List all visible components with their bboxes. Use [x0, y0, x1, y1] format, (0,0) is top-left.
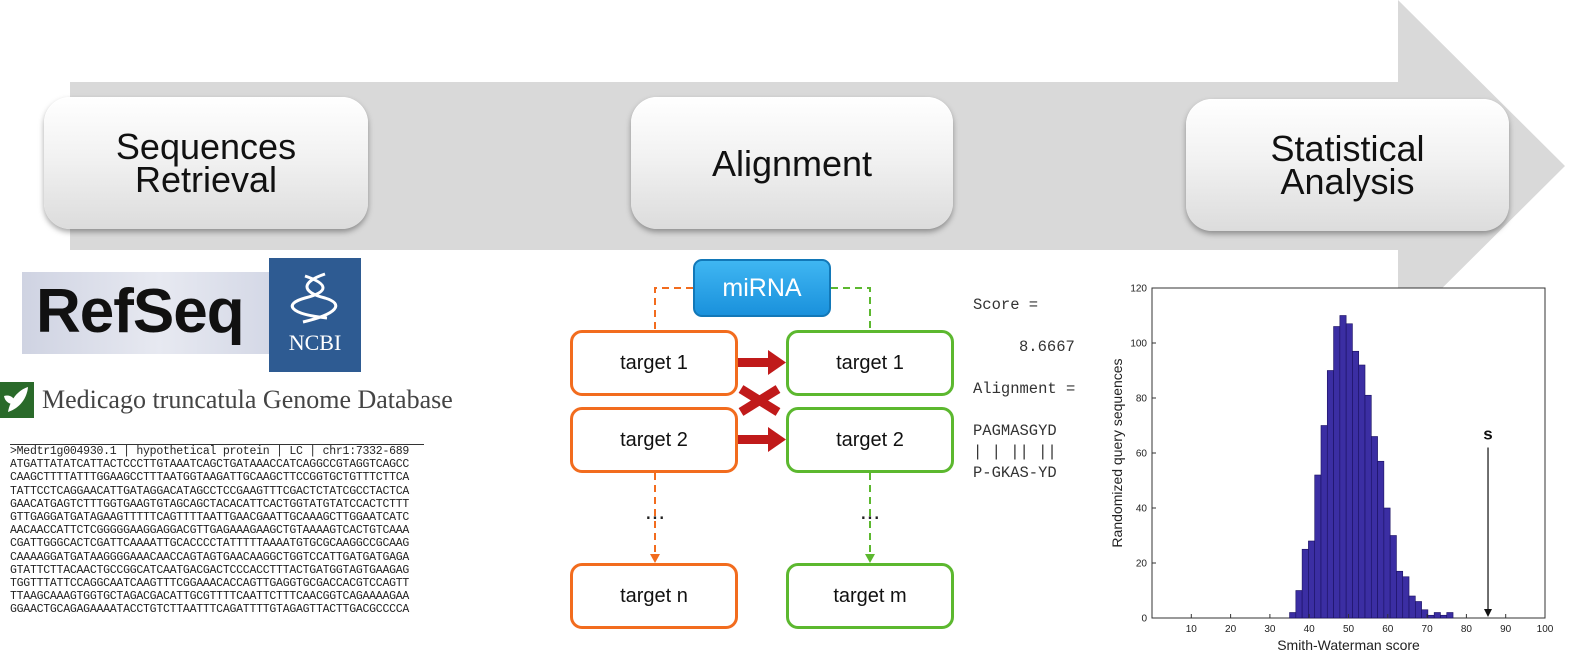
histogram-bar [1358, 364, 1366, 619]
score-value: 8.6667 [1019, 338, 1075, 356]
stage-label: Alignment [711, 142, 873, 184]
fasta-line: TGGTTTATTCCAGGCAATCAAGTTTCGGAAACACCAGTTG… [10, 577, 410, 591]
dna-helix-icon [290, 272, 338, 324]
histogram-bar [1370, 436, 1378, 619]
left-target-2: target 2 [570, 407, 738, 473]
histogram-bar [1383, 507, 1391, 619]
x-tick-label: 40 [1304, 624, 1316, 635]
histogram-bar [1446, 612, 1454, 619]
y-tick-label: 100 [1130, 339, 1147, 350]
y-tick-label: 0 [1141, 614, 1147, 625]
stage-label: Sequences Retrieval [115, 126, 297, 200]
s-annotation-label: s [1483, 424, 1492, 443]
right-ellipsis: ... [859, 498, 880, 525]
x-axis-label: Smith-Waterman score [1277, 637, 1420, 653]
leaf-icon [0, 382, 34, 418]
y-tick-label: 20 [1136, 559, 1148, 570]
histogram-bar [1433, 612, 1441, 619]
stage-alignment: Alignment [631, 97, 953, 229]
x-tick-label: 10 [1186, 624, 1198, 635]
histogram-bar [1326, 370, 1334, 619]
y-tick-label: 60 [1136, 449, 1148, 460]
left-target-1: target 1 [570, 330, 738, 396]
histogram-bar [1345, 323, 1353, 619]
fasta-header: >Medtr1g004930.1 | hypothetical protein … [10, 445, 410, 458]
histogram-bar [1295, 590, 1303, 619]
fasta-line: GAACATGAGTCTTTGGTGAAGTGTAGCAGCTACACATTCA… [10, 497, 410, 511]
x-tick-label: 60 [1382, 624, 1394, 635]
mirna-box: miRNA [693, 259, 831, 317]
y-tick-label: 40 [1136, 504, 1148, 515]
x-tick-label: 70 [1422, 624, 1434, 635]
ncbi-label: NCBI [288, 330, 342, 355]
x-tick-label: 80 [1461, 624, 1473, 635]
histogram-bar [1421, 609, 1429, 619]
histogram-bar [1408, 595, 1416, 619]
y-tick-label: 80 [1136, 394, 1148, 405]
stage-label: Statistical Analysis [1270, 128, 1425, 202]
histogram-bar [1427, 614, 1435, 619]
aligned-seq-match: | | || || [973, 443, 1057, 461]
right-target-1: target 1 [786, 330, 954, 396]
aligned-seq-top: PAGMASGYD [973, 422, 1057, 440]
score-label: Score = [973, 296, 1039, 314]
histogram-bar [1289, 612, 1297, 619]
fasta-line: ATGATTATATCATTACTCCCTTGTAAATCAGCTGATAAAC… [10, 458, 410, 472]
refseq-logo: RefSeq [22, 272, 272, 354]
fasta-line: TTAAGCAAAGTGGTGCTAGACGACATTGCGTTTTCAATTC… [10, 590, 410, 604]
histogram-bar [1364, 394, 1372, 619]
histogram-bar [1301, 548, 1309, 619]
fasta-sequence: >Medtr1g004930.1 | hypothetical protein … [10, 444, 424, 617]
x-tick-label: 50 [1343, 624, 1355, 635]
histogram-bar [1389, 535, 1397, 619]
fasta-line: CAAGCTTTTATTTGGAAGCCTTTAATGGTAAGATTGCAAG… [10, 471, 410, 485]
histogram-bar [1415, 601, 1422, 619]
x-tick-label: 30 [1264, 624, 1276, 635]
stage-statistical-analysis: Statistical Analysis [1186, 99, 1509, 231]
left-ellipsis: ... [644, 498, 665, 525]
histogram-bar [1339, 315, 1347, 619]
histogram-bar [1377, 460, 1385, 619]
histogram-bar [1308, 540, 1316, 619]
mapping-arrows [738, 350, 786, 452]
histogram-bar [1440, 614, 1448, 619]
aligned-seq-bottom: P-GKAS-YD [973, 464, 1057, 482]
stage-sequences-retrieval: Sequences Retrieval [44, 97, 368, 229]
right-target-2: target 2 [786, 407, 954, 473]
fasta-line: GGAACTGCAGAGAAAATACCTGTCTTAATTTCAGATTTTG… [10, 603, 410, 617]
histogram-bar [1352, 350, 1360, 619]
y-tick-label: 120 [1130, 284, 1147, 295]
alignment-label: Alignment = [973, 380, 1076, 398]
x-tick-label: 20 [1225, 624, 1237, 635]
score-histogram: 10 20 30 40 50 60 70 80 90 100 0 20 40 60 80 100 120Smit… [1109, 284, 1554, 654]
histogram-bar [1333, 326, 1341, 619]
x-tick-label: 90 [1500, 624, 1512, 635]
medicago-db-logo: Medicago truncatula Genome Database [0, 380, 453, 420]
y-axis-label: Randomized query sequences [1109, 358, 1125, 547]
s-arrow-head [1484, 609, 1493, 617]
ncbi-logo: NCBI [269, 258, 361, 372]
fasta-line: CAAAAGGATGATAAGGGGAAACAACCAGTAGTGAACAAGG… [10, 550, 410, 564]
fasta-line: CGATTGGGCACTCGATTCAAAATTGCACCCCTATTTTTAA… [10, 537, 410, 551]
histogram-bar [1402, 576, 1410, 619]
left-target-n: target n [570, 563, 738, 629]
x-tick-label: 100 [1537, 624, 1554, 635]
medicago-db-label: Medicago truncatula Genome Database [42, 385, 453, 414]
histogram-bar [1314, 474, 1322, 619]
right-target-m: target m [786, 563, 954, 629]
fasta-line: GTATTCTTACAACTGCCGGCATCAATGACGACTCCCACCT… [10, 563, 410, 577]
histogram-bar [1396, 570, 1404, 619]
fasta-line: GTTGAGGATGATAGAAGTTTTTCAGTTTTAATTGAACGAA… [10, 511, 410, 525]
fasta-line: AACAACCATTCTCGGGGGAAGGAGGACGTTGAGAAAGAAG… [10, 524, 410, 538]
fasta-line: TATTCCTCAGGAACATTGATAGGACATAGCCTCCGAAGTT… [10, 484, 410, 498]
histogram-bar [1320, 425, 1328, 619]
